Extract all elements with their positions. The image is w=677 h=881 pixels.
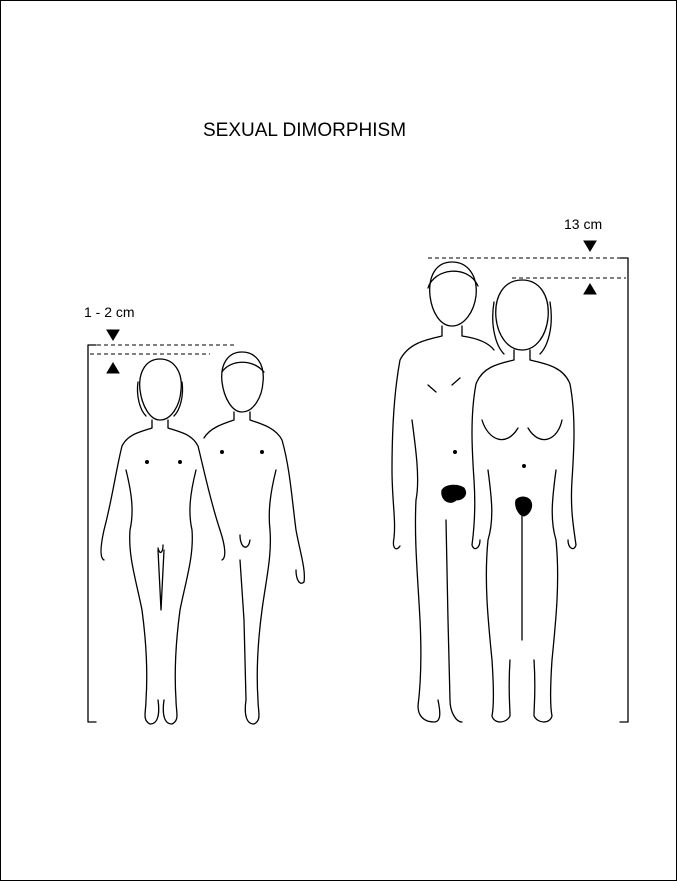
left-bracket: [88, 345, 96, 722]
girl-figure: [101, 359, 225, 724]
right-group: 13 cm: [392, 216, 628, 722]
boy-figure: [204, 352, 304, 724]
right-height-label: 13 cm: [564, 216, 602, 232]
man-pubic-hair: [442, 485, 466, 502]
left-group: 1 - 2 cm: [84, 304, 304, 724]
right-up-arrow: [584, 284, 596, 294]
right-bracket: [620, 258, 628, 722]
woman-figure: [472, 280, 576, 722]
diagram-title: SEXUAL DIMORPHISM: [203, 120, 406, 141]
left-down-arrow: [107, 330, 119, 340]
woman-pubic-hair: [516, 497, 532, 516]
left-height-label: 1 - 2 cm: [84, 304, 135, 320]
left-up-arrow: [107, 363, 119, 373]
man-figure: [392, 262, 494, 722]
right-down-arrow: [584, 241, 596, 251]
